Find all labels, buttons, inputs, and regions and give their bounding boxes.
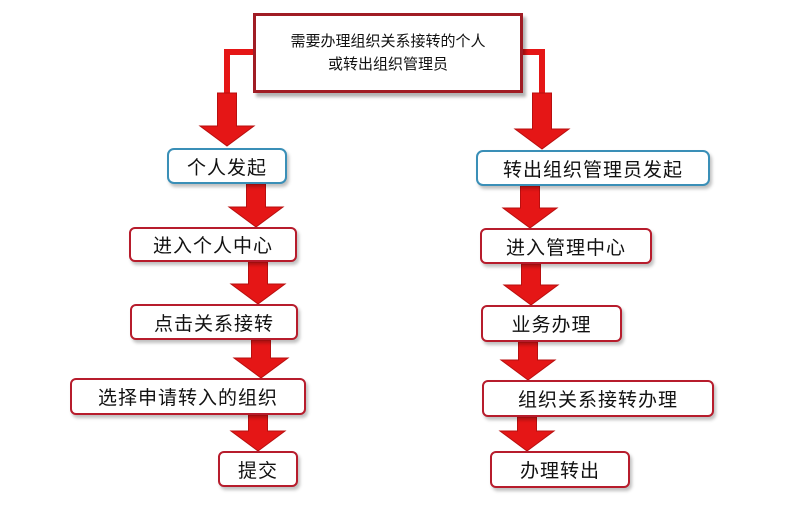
arrow-right-4 xyxy=(498,416,556,452)
arrow-right-3 xyxy=(499,341,557,381)
arrows-layer xyxy=(198,49,571,452)
left-step-2: 点击关系接转 xyxy=(130,304,298,340)
arrow-right-1 xyxy=(501,185,559,229)
arrow-left-to-start xyxy=(198,92,256,147)
left-step-4: 提交 xyxy=(218,451,298,487)
arrow-right-to-start xyxy=(513,92,571,150)
left-step-1: 进入个人中心 xyxy=(129,227,297,262)
arrow-left-2 xyxy=(229,261,287,305)
top-box-line-1: 需要办理组织关系接转的个人 xyxy=(290,32,486,50)
top-box: 需要办理组织关系接转的个人 或转出组织管理员 xyxy=(253,13,523,93)
right-step-1: 进入管理中心 xyxy=(480,228,652,264)
top-box-line-2: 或转出组织管理员 xyxy=(327,55,448,73)
arrow-left-1 xyxy=(227,183,285,228)
left-start-box: 个人发起 xyxy=(167,148,287,184)
arrow-left-3 xyxy=(232,339,290,379)
right-start-box: 转出组织管理员发起 xyxy=(476,150,710,186)
arrow-left-4 xyxy=(229,414,287,452)
right-step-2: 业务办理 xyxy=(481,305,622,342)
left-step-3: 选择申请转入的组织 xyxy=(70,378,306,415)
right-step-4: 办理转出 xyxy=(490,451,630,488)
arrow-right-2 xyxy=(502,263,560,306)
right-step-3: 组织关系接转办理 xyxy=(482,380,714,417)
